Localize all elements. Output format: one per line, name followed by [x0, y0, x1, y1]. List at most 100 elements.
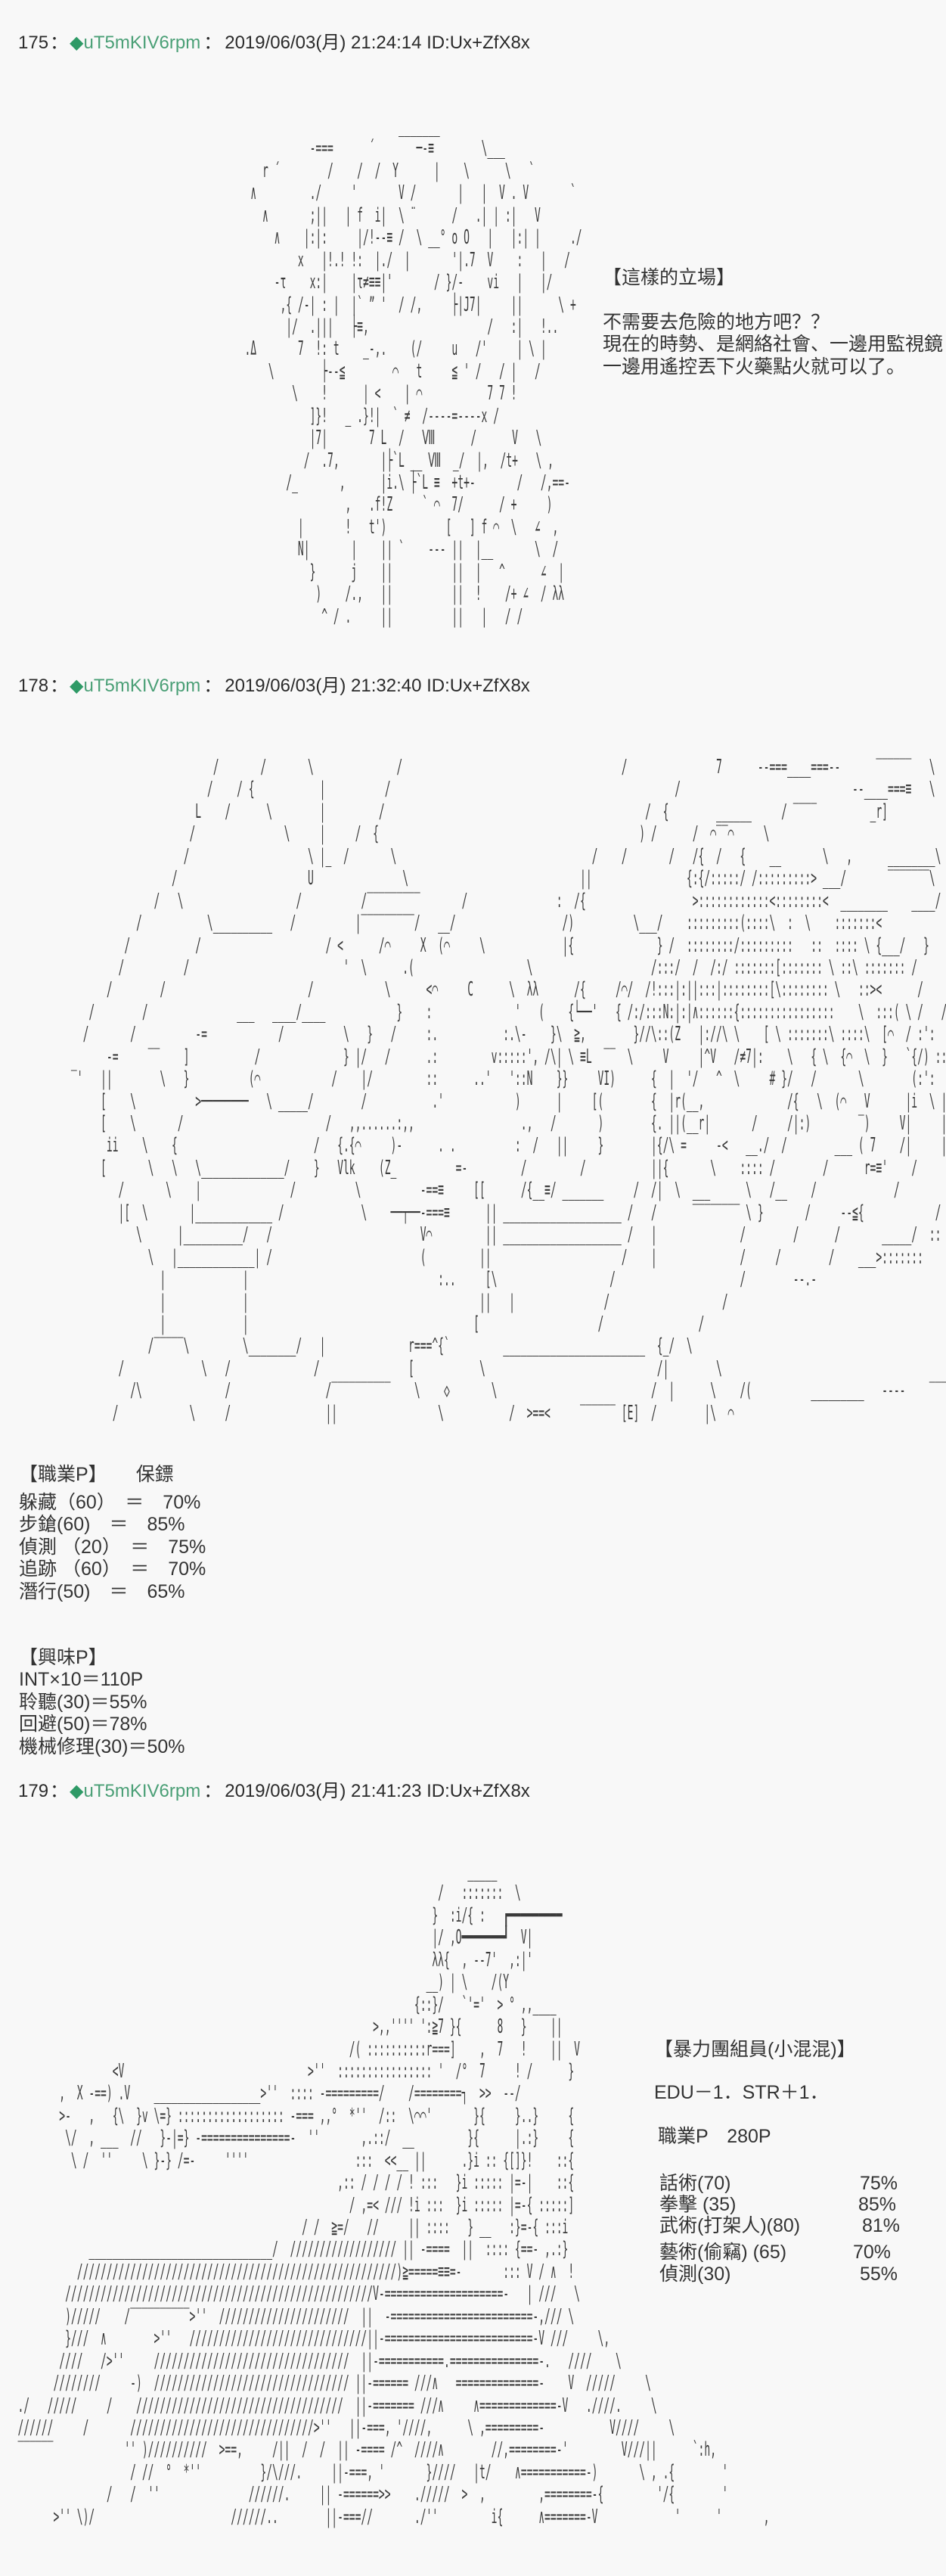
post-number[interactable]: 179 — [18, 1781, 49, 1801]
aa-line: } :i/{ : ┏━━━━━━━━━ — [0, 1903, 563, 1927]
aa-line: /‾‾‾‾‾\ \________/ | r===^{` ___________… — [0, 1335, 693, 1358]
poster-id: ID:Ux+ZfX8x — [426, 33, 530, 53]
aa-line: //////// -) ////////////////////////////… — [0, 2372, 651, 2395]
aa-line: -= ‾‾ ] / } |/ / .: v:::::', /\| \ ≡L ‾‾… — [0, 1045, 946, 1068]
aa-line: _____ — [0, 1860, 498, 1882]
aa-line: >,,'''' ':≧7 }{ 8 } || — [0, 2015, 563, 2039]
aa-line: /\ / /‾‾‾‾‾‾‾‾‾‾ \ ◇ \ / | \ /( ________… — [0, 1379, 946, 1403]
aa-line: __) | \ /(Y — [0, 1971, 510, 1994]
aa-line: ^ / . || || | / / — [227, 604, 523, 628]
profile-modifiers: EDU－1．STR＋1． — [654, 2082, 829, 2104]
aa-line: \ |__________/ / V⌒ || _________________… — [0, 1223, 941, 1247]
aa-line: x |!.! !: |./ | '|.7 V : | / — [227, 248, 570, 272]
aa-line: //// />'' //////////////////////////////… — [0, 2349, 622, 2372]
skill-value: 70% — [853, 2242, 892, 2263]
aa-line: / \ / /‾‾‾‾‾‾‾‾‾ / : /{ >::::::::::::<::… — [0, 889, 941, 912]
aa-line: / .7, |├`L __ Ⅷ _/ |, /t+ \ , — [227, 449, 554, 472]
skill-line: 偵測 （20） ＝ 75% — [19, 1536, 206, 1558]
aa-line: λλ{ , --7' ,:|' — [0, 1948, 533, 1972]
post-header: 175：◆uT5mKIV6rpm：2019/06/03(月) 21:24:14 … — [18, 33, 530, 54]
dialog-box: 【這樣的立場】 不需要去危險的地方吧？？ 現在的時勢、是網絡社會、一邊用監視鏡 … — [603, 267, 946, 378]
aa-line: ,{ /-| : | |` ” ' / /, ├|J7| || \ + — [227, 293, 576, 316]
post-number[interactable]: 175 — [18, 33, 49, 53]
aa-line: ]}! _ .}!| ` ≠ /----=----x / — [227, 404, 500, 427]
aa-line: [ \ >──────── \ _____/ / .' ) | [( { |r(… — [0, 1089, 946, 1113]
aa-line: ./ ///// / /////////////////////////////… — [0, 2394, 657, 2417]
aa-line: [ \ / / ,,......:,, ., / ) {. ||(__r| / … — [0, 1112, 946, 1135]
aa-line: r ´ / / / Y | \ \ ` — [227, 159, 535, 182]
occupation-name: 保鏢 — [135, 1464, 174, 1485]
ascii-art: / / \ / / 7 --===____===-- ‾‾‾‾‾‾ \ / / … — [0, 756, 946, 1425]
aa-line: |/ ,O━━━━━━━┛ V| — [0, 1926, 533, 1950]
aa-line: ////////////////////////////////////////… — [0, 2282, 581, 2306]
aa-line: ,:: / / / / ! ::: }i ::::: |=-| ::{ — [0, 2171, 575, 2195]
ascii-art: _______ -=== ´ ─-≡ \___ r ´ / / / Y | \ … — [227, 115, 582, 628]
skill-value: 75% — [860, 2173, 898, 2194]
profile-title-text: 【暴力團組員(小混混)】 — [654, 2039, 856, 2060]
aa-line: / \ / / [ \ /| \ — [0, 1356, 722, 1380]
aa-line: , .f!Z ` ⌒ 7/ / + ) — [227, 493, 553, 517]
aa-line: / ,=< /// !i ::: }i ::::: |=-{ :::::] — [0, 2193, 575, 2217]
poster-name: uT5mKIV6rpm — [83, 676, 201, 696]
profile-title: 【暴力團組員(小混混)】 — [654, 2039, 856, 2061]
aa-line: \ |_____________| / ( || / | / / / ___>:… — [0, 1245, 923, 1269]
aa-line: / \ |_ / \ / / / /{ / { __ \ , ________\ — [0, 844, 941, 868]
aa-line: | ! t') [ ] f ⌒ \ ∠ , — [227, 515, 559, 539]
aa-line: <V >'' :::::::::::::::: ' /° 7 ! / } — [0, 2059, 575, 2083]
aa-line: ∧ ./ ' V / | | V . V ` — [227, 182, 576, 205]
skill-name: 偵測(30) — [659, 2264, 731, 2285]
interest-points-list: 【興味P】 INT×10＝110P 聆聽(30)＝55% 回避(50)＝78% … — [19, 1647, 185, 1758]
aa-line: ‾' || \ } (⌒ / |/ :: ..' '::N }} VI) { |… — [0, 1067, 935, 1091]
aa-line: ////////////////////////////////////////… — [0, 2260, 575, 2283]
dialog-line: 現在的時勢、是網絡社會、一邊用監視鏡 — [603, 334, 944, 356]
occupation-points: 職業P 280P — [658, 2126, 771, 2148]
aa-line: \ ! | < | ⌒ 7 7 ! — [227, 382, 517, 406]
dialog-blank-line — [603, 289, 946, 311]
separator: ： — [203, 676, 222, 696]
poster-id: ID:Ux+ZfX8x — [426, 676, 530, 696]
aa-line: \/ , ___ // }-|=} -===============- '' ,… — [0, 2127, 575, 2150]
aa-line: L / \ | / / { ______ / ‾‾‾‾ _r] — [0, 800, 888, 823]
aa-line: / \__________ / |‾‾‾‾‾‾‾‾‾/ __/ /) \___/… — [0, 912, 882, 935]
skill-name: 拳擊 (35) — [659, 2194, 737, 2215]
aa-line: \ ├--≦ ⌒ t ≦ ' / / | / — [227, 359, 541, 383]
aa-line: / \ / || \ / >==< ‾‾‾‾‾‾ [E] / |\ ⌒ — [0, 1401, 734, 1425]
aa-line: _______________________________/ ///////… — [0, 2238, 569, 2261]
ascii-art: _____ / ::::::: \ } :i/{ : ┏━━━━━━━━━ — [0, 1860, 769, 2528]
aa-line: | | :.. [\ / / --.- — [0, 1268, 817, 1291]
skill-value: 55% — [860, 2264, 898, 2285]
post-number[interactable]: 178 — [18, 676, 49, 696]
aa-line: , X -==) .V __________________>'' :::: -… — [0, 2082, 521, 2105]
post-time: 21:24:14 — [351, 33, 422, 53]
separator: ： — [203, 1781, 222, 1801]
aa-line: >- , {\ }v \=} :::::::::::::::::: -=== ,… — [0, 2104, 575, 2127]
aa-line: >'' \)/ //////.. ||-===// ./'' i{ ∧=====… — [0, 2505, 770, 2528]
aa-line: } j || || | ^ ∠ | — [227, 560, 565, 583]
post-time: 21:32:40 — [351, 676, 422, 696]
occupation-heading: 【職業P】保鏢 — [19, 1464, 174, 1486]
aa-line: / / / < /⌒ X (⌒ \ |{ } / ::::::::/::::::… — [0, 934, 929, 957]
aa-line: -τ x:| |τ≠≡≡|' / }/- vi | |/ — [227, 271, 553, 294]
skill-name: 武術(打架人)(80) — [659, 2215, 801, 2236]
skill-name: 話術(70) — [659, 2173, 731, 2194]
aa-line: N| | || ` --- || |__ \ / — [227, 538, 559, 561]
aa-line: .Δ 7 !: t _-,. (/ u /' | \ | — [227, 337, 547, 361]
separator: ： — [50, 33, 69, 53]
skill-line: 追跡 （60） ＝ 70% — [19, 1558, 206, 1580]
aa-line: _______ — [227, 115, 440, 138]
aa-line: / // ° *'' }/\///. ||-===, ' }//// |t/ ∧… — [0, 2460, 728, 2484]
post-header: 179：◆uT5mKIV6rpm：2019/06/03(月) 21:41:23 … — [18, 1781, 530, 1802]
post-date: 2019/06/03(月) — [225, 1781, 346, 1801]
post-date: 2019/06/03(月) — [225, 33, 346, 53]
interest-line: 回避(50)＝78% — [19, 1714, 147, 1735]
trip-diamond-icon: ◆ — [70, 33, 84, 53]
aa-line: / / '' //////. || -======>> .///// > , ,… — [0, 2483, 728, 2506]
aa-line: / / ___ ____/____ } : ' ( {└──' { /:/:::… — [0, 1000, 946, 1024]
aa-line: ii \ { / {.{⌒ )- . . : / || } |{/\ = -< … — [0, 1134, 946, 1157]
poster-name: uT5mKIV6rpm — [83, 1781, 201, 1801]
aa-line: ‾‾‾‾‾‾ '' )////////// >==, /|| / / || -=… — [0, 2438, 717, 2462]
aa-line: ∧ ;|| | f i| \ ¨ / .| | :| V — [227, 204, 541, 227]
aa-line: /( ::::::::::r===] , 7 ! || V — [0, 2037, 581, 2061]
post-date: 2019/06/03(月) — [225, 676, 346, 696]
skill-value: 81% — [862, 2215, 901, 2236]
